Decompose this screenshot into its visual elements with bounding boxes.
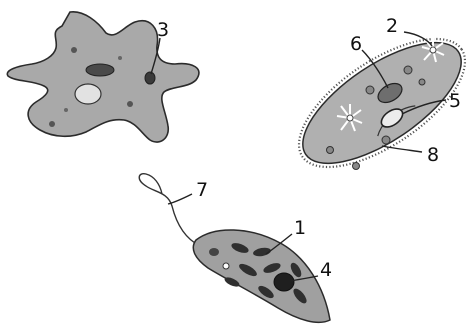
food-vacuole — [404, 66, 412, 74]
label-5: 5 — [449, 90, 461, 112]
euglena-eyespot — [223, 263, 229, 269]
food-vacuole — [366, 86, 374, 94]
label-4: 4 — [320, 259, 332, 281]
label-2: 2 — [386, 15, 398, 37]
food-vacuole — [419, 79, 425, 85]
label-6: 6 — [350, 33, 362, 55]
paramecium — [279, 14, 472, 191]
amoeba-granule — [49, 121, 55, 127]
euglena-body — [193, 230, 330, 322]
amoeba-food-vacuole — [86, 64, 114, 76]
amoeba-body — [7, 12, 199, 142]
food-vacuole — [353, 163, 360, 170]
amoeba-granule — [127, 101, 133, 107]
amoeba — [7, 12, 199, 142]
amoeba-granule — [118, 56, 122, 60]
label-3: 3 — [157, 19, 169, 41]
euglena — [139, 174, 330, 323]
amoeba-contractile-vacuole — [145, 72, 155, 84]
euglena-flagellum — [139, 174, 200, 246]
amoeba-granule — [64, 108, 68, 112]
amoeba-granule — [71, 47, 77, 53]
euglena-reservoir — [209, 248, 219, 256]
amoeba-nucleus — [75, 84, 101, 104]
euglena-nucleus — [274, 273, 294, 291]
paramecium-body — [284, 20, 472, 186]
label-1: 1 — [294, 217, 306, 239]
label-8: 8 — [427, 144, 439, 166]
food-vacuole — [327, 147, 334, 154]
label-7: 7 — [196, 179, 208, 201]
food-vacuole — [382, 136, 390, 144]
